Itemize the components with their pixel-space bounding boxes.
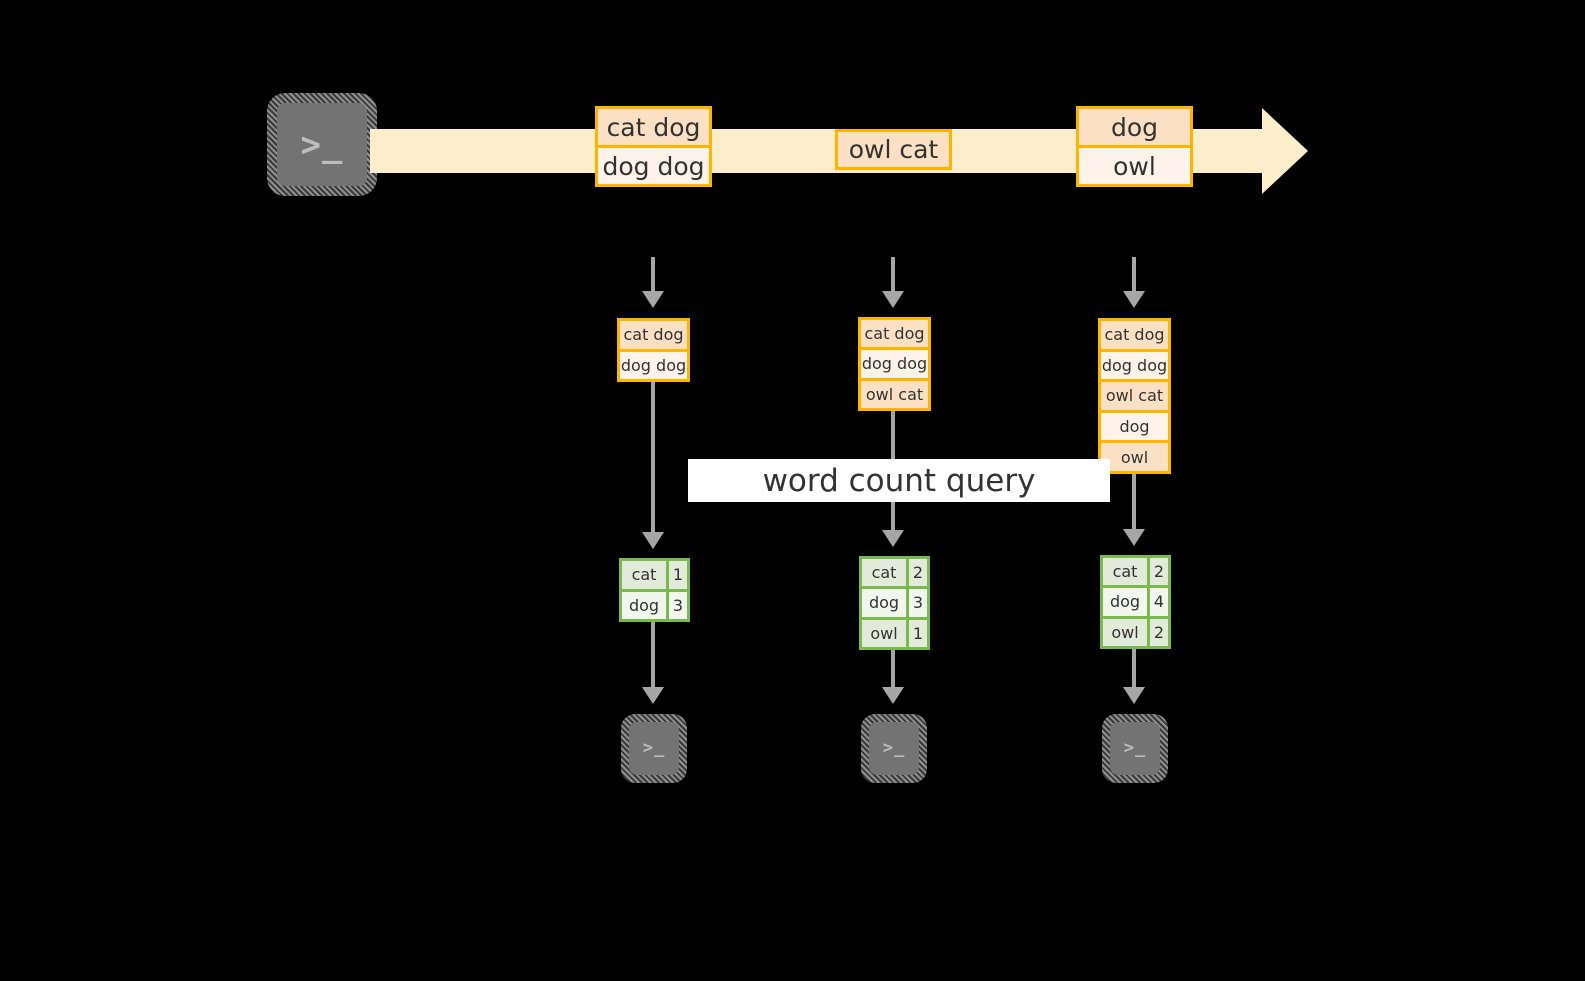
record-cell: owl cat <box>861 377 928 408</box>
terminal-screen <box>277 103 367 186</box>
stream-event-cell: owl cat <box>838 132 949 167</box>
snapshot-2-sink-down-arrow-icon <box>882 687 904 704</box>
snapshot-1-sink-terminal-icon: >_ <box>621 714 687 783</box>
record-cell: cat dog <box>1101 321 1168 349</box>
record-cell: dog dog <box>620 348 687 379</box>
result-count: 2 <box>906 559 927 587</box>
stream-event-cell: dog dog <box>598 145 709 184</box>
snapshot-2-records: cat dog dog dog owl cat <box>858 317 931 411</box>
snapshot-3-dashed-down-arrow-icon <box>1123 291 1145 308</box>
snapshot-1-sink-line <box>651 622 655 690</box>
record-cell: dog dog <box>1101 348 1168 380</box>
snapshot-2-result-table: cat 2 dog 3 owl 1 <box>859 556 930 650</box>
result-count: 4 <box>1147 588 1168 616</box>
result-count: 2 <box>1147 618 1168 646</box>
record-cell: cat dog <box>861 320 928 348</box>
snapshot-3-result-table: cat 2 dog 4 owl 2 <box>1100 555 1171 649</box>
terminal-screen <box>869 722 919 775</box>
snapshot-2-sink-terminal-icon: >_ <box>861 714 927 783</box>
result-word: dog <box>862 589 906 617</box>
table-row: dog 3 <box>862 586 927 617</box>
result-count: 2 <box>1147 558 1168 586</box>
record-cell: cat dog <box>620 321 687 349</box>
snapshot-3-records: cat dog dog dog owl cat dog owl <box>1098 318 1171 474</box>
terminal-prompt-glyph: >_ <box>1123 738 1147 758</box>
stream-event-2: owl cat <box>835 129 952 170</box>
snapshot-2-sink-line <box>891 650 895 690</box>
snapshot-1-down-arrow-icon <box>642 532 664 549</box>
table-row: dog 3 <box>622 588 687 619</box>
result-word: cat <box>1103 558 1147 586</box>
snapshot-3-input-line <box>1132 257 1136 293</box>
stream-event-1: cat dog dog dog <box>595 106 712 187</box>
result-word: dog <box>1103 588 1147 616</box>
table-row: owl 1 <box>862 616 927 647</box>
terminal-screen <box>629 722 679 775</box>
snapshot-3-sink-terminal-icon: >_ <box>1102 714 1168 783</box>
snapshot-2-input-line <box>891 257 895 293</box>
terminal-prompt-glyph: >_ <box>882 738 906 758</box>
terminal-screen <box>1110 722 1160 775</box>
terminal-prompt-glyph: >_ <box>300 124 344 165</box>
stream-event-cell: cat dog <box>598 109 709 145</box>
stream-event-cell: dog <box>1079 109 1190 145</box>
stream-arrow-right-icon <box>1262 108 1308 194</box>
snapshot-3-sink-down-arrow-icon <box>1123 687 1145 704</box>
table-row: cat 2 <box>1103 558 1168 586</box>
snapshot-1-sink-down-arrow-icon <box>642 687 664 704</box>
result-count: 1 <box>906 619 927 647</box>
table-row: cat 1 <box>622 561 687 589</box>
result-count: 3 <box>906 589 927 617</box>
result-word: cat <box>862 559 906 587</box>
snapshot-3-query-line <box>1132 474 1136 536</box>
record-cell: dog dog <box>861 347 928 378</box>
snapshot-3-sink-line <box>1132 649 1136 690</box>
snapshot-2-dashed-down-arrow-icon <box>882 291 904 308</box>
record-cell: dog <box>1101 409 1168 441</box>
snapshot-3-down-arrow-icon <box>1123 529 1145 546</box>
snapshot-1-input-line <box>651 257 655 293</box>
snapshot-1-records: cat dog dog dog <box>617 318 690 382</box>
result-word: dog <box>622 591 666 619</box>
table-row: cat 2 <box>862 559 927 587</box>
query-label-band: word count query <box>688 459 1110 502</box>
stream-event-cell: owl <box>1079 145 1190 184</box>
terminal-prompt-glyph: >_ <box>642 738 666 758</box>
result-count: 1 <box>666 561 687 589</box>
result-count: 3 <box>666 591 687 619</box>
snapshot-1-query-line <box>651 382 655 538</box>
result-word: cat <box>622 561 666 589</box>
record-cell: owl <box>1101 440 1168 471</box>
record-cell: owl cat <box>1101 379 1168 410</box>
snapshot-1-dashed-down-arrow-icon <box>642 291 664 308</box>
snapshot-1-result-table: cat 1 dog 3 <box>619 558 690 622</box>
table-row: owl 2 <box>1103 615 1168 646</box>
source-terminal-icon: >_ <box>267 93 377 196</box>
snapshot-2-down-arrow-icon <box>882 530 904 547</box>
table-row: dog 4 <box>1103 585 1168 616</box>
result-word: owl <box>1103 618 1147 646</box>
result-word: owl <box>862 619 906 647</box>
stream-event-3: dog owl <box>1076 106 1193 187</box>
